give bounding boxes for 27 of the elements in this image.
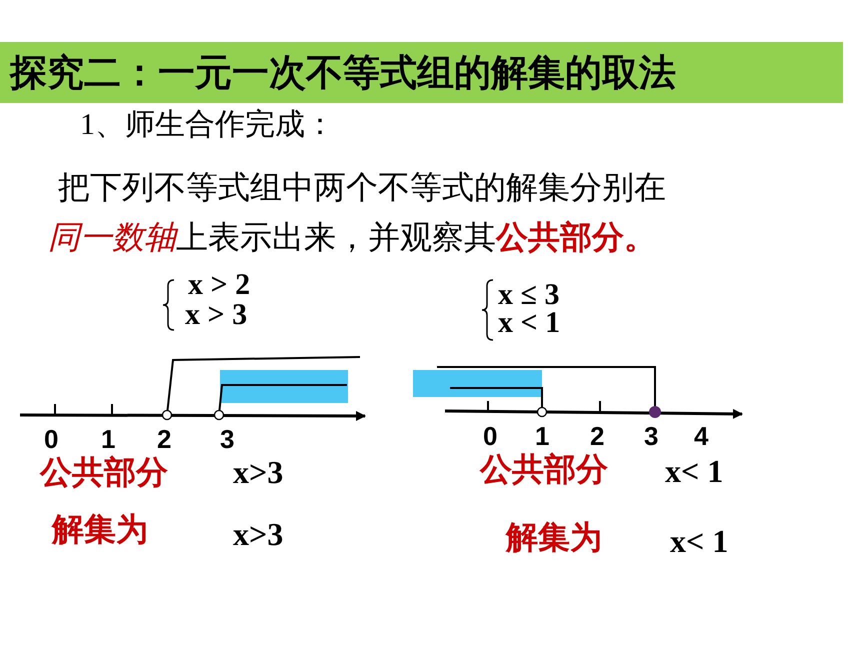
subheading: 1、师生合作完成： — [80, 108, 335, 141]
tick-label: 4 — [694, 422, 708, 451]
heading-text: 公共部分 — [480, 452, 608, 488]
inequality: x > 3 — [185, 300, 248, 330]
heading-text: 解集为 — [506, 520, 602, 556]
emphasis-text: 公共部分。 — [496, 218, 656, 256]
instruction-text: 把下列不等式组中两个不等式的解集分别在 — [58, 170, 666, 206]
tick-label: 1 — [101, 425, 116, 454]
tick-label: 2 — [157, 425, 172, 454]
answer-text: x>3 — [233, 456, 284, 488]
inequality: x ≤ 3 — [498, 280, 560, 310]
tick-label: 1 — [535, 422, 550, 451]
emphasis-text: 同一数轴 — [48, 218, 176, 256]
instruction-text: 上表示出来，并观察其 — [176, 219, 496, 255]
answer-text: x< 1 — [670, 525, 728, 557]
tick-label: 0 — [483, 422, 498, 451]
answer-text: x>3 — [233, 518, 284, 550]
tick-label: 3 — [644, 422, 658, 451]
title-banner: 探究二：一元一次不等式组的解集的取法 — [0, 42, 843, 103]
answer-text: x< 1 — [665, 455, 724, 487]
tick-label: 3 — [220, 425, 234, 454]
heading-text: 解集为 — [52, 512, 148, 548]
inequality: x < 1 — [498, 308, 560, 338]
inequality: x > 2 — [188, 270, 250, 300]
tick-label: 0 — [44, 425, 58, 454]
heading-text: 公共部分 — [40, 455, 168, 490]
tick-label: 2 — [590, 422, 604, 451]
